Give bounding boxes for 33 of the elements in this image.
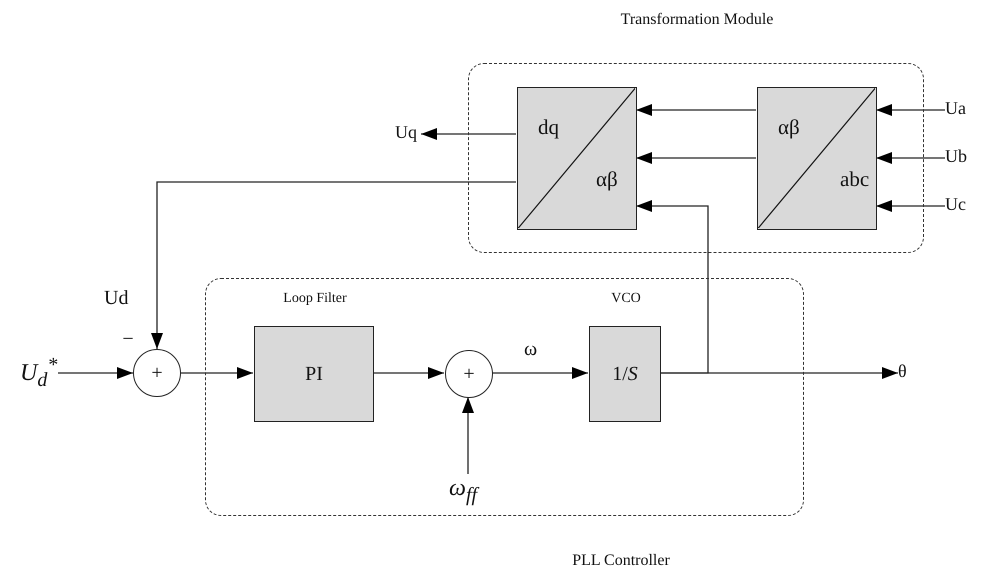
caption-label: − xyxy=(121,328,135,350)
signal-arrow xyxy=(492,367,588,379)
coordinate-label: dq xyxy=(538,116,559,140)
group-title: PLL Controller xyxy=(571,552,671,570)
block-label: 1/S xyxy=(612,362,638,386)
caption-label: Loop Filter xyxy=(282,291,348,306)
signal-arrow xyxy=(636,152,756,164)
signal-arrow xyxy=(421,128,516,140)
block-label: PI xyxy=(305,362,323,386)
signal-arrow xyxy=(151,181,516,349)
summing-junction xyxy=(445,350,493,398)
caption-label: VCO xyxy=(610,291,642,306)
coordinate-label: αβ xyxy=(778,116,800,140)
sign-label: + xyxy=(151,363,163,383)
signal-arrow xyxy=(636,200,709,374)
signal-arrow xyxy=(876,152,945,164)
signal-arrow xyxy=(181,367,253,379)
signal-label: Uc xyxy=(945,195,979,217)
signal-label: Ua xyxy=(945,99,979,121)
signal-arrow xyxy=(462,397,474,474)
sign-label: + xyxy=(463,364,475,384)
signal-arrow xyxy=(58,367,133,379)
signal-label: Uq xyxy=(395,123,421,145)
signal-label: Ub xyxy=(945,147,979,169)
coordinate-label: αβ xyxy=(596,168,618,192)
signal-arrow xyxy=(373,367,444,379)
coordinate-label: abc xyxy=(840,168,870,192)
signal-arrow xyxy=(876,104,945,116)
signal-label: ω$_{ff}$ xyxy=(449,475,495,513)
signal-arrow xyxy=(876,200,945,212)
signal-arrow xyxy=(636,104,756,116)
group-title: Transformation Module xyxy=(620,11,774,29)
signal-label: θ xyxy=(898,362,920,384)
